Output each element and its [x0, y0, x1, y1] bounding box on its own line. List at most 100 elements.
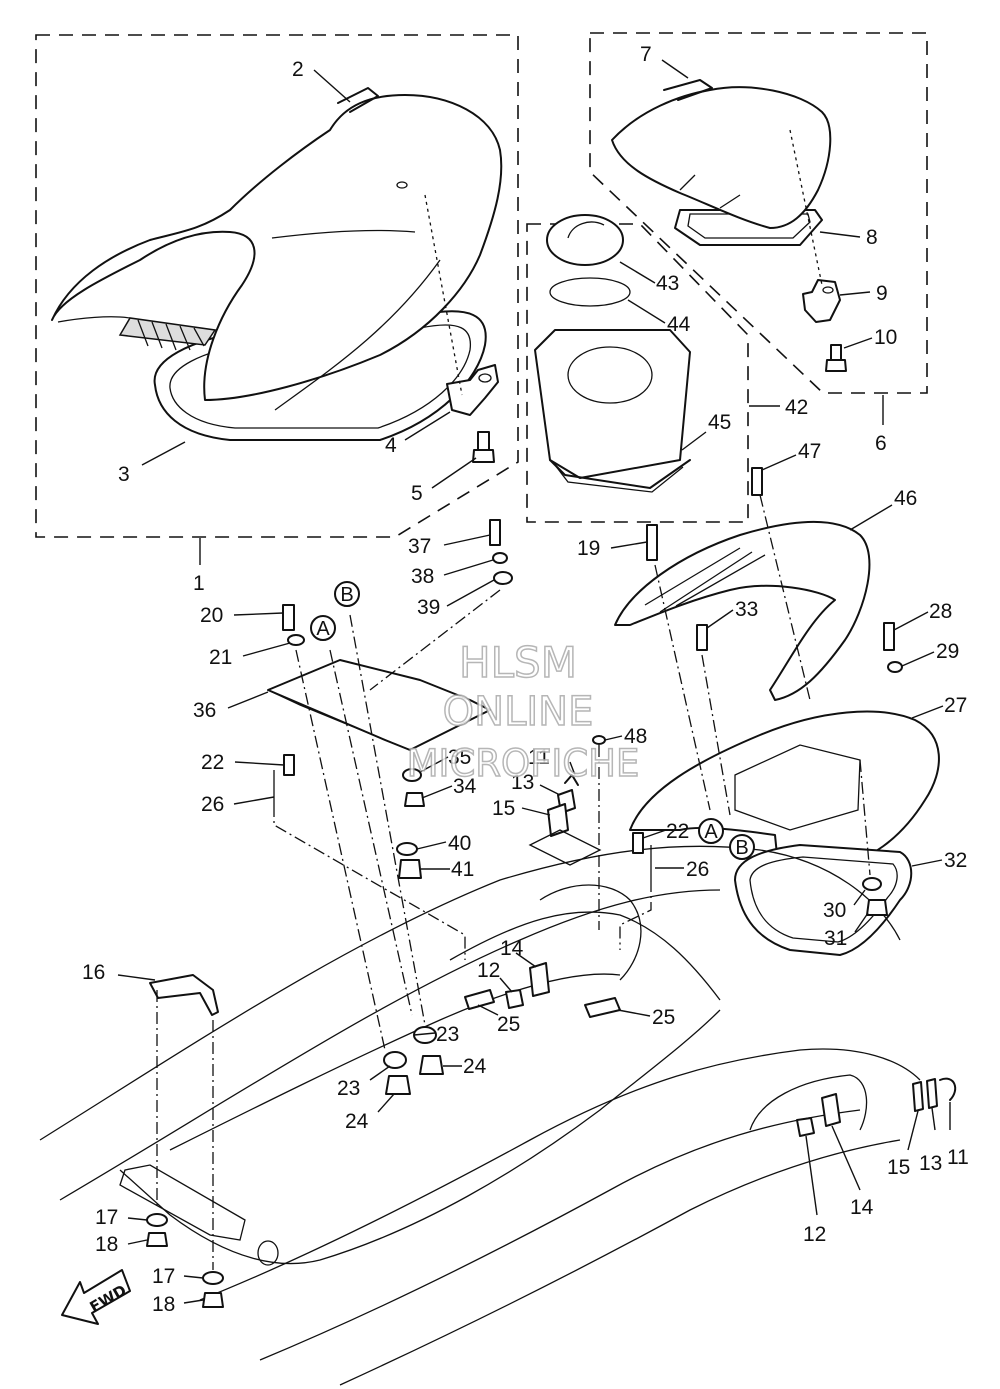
leader-5	[431, 457, 477, 489]
bolt-22-right	[632, 832, 644, 854]
leader-25a	[477, 1004, 499, 1016]
bolt-19	[646, 524, 658, 561]
nut-12-right	[796, 1117, 815, 1137]
callout-17a: 17	[95, 1206, 118, 1229]
rear-seat-base	[674, 209, 823, 246]
guide-33	[701, 654, 731, 816]
guide-26	[273, 805, 466, 960]
plate-14-mid	[529, 962, 550, 997]
callout-36: 36	[193, 699, 216, 722]
plate-15-right	[912, 1081, 924, 1112]
leader-29	[901, 651, 935, 667]
callout-21: 21	[209, 646, 232, 669]
washer-35	[402, 768, 422, 782]
rear-seat-cushion	[611, 86, 832, 229]
watermark-line-2: ONLINE	[443, 689, 594, 735]
rear-seat-feet	[679, 174, 741, 209]
leader-37	[443, 534, 491, 546]
nut-24-lower	[385, 1075, 411, 1095]
bolt-20	[282, 604, 295, 631]
bracket-edge	[267, 689, 411, 751]
front-seat-side-crease	[274, 259, 441, 411]
bracket-16	[149, 974, 219, 1016]
callout-18a: 18	[95, 1233, 118, 1256]
front-mount-pad	[119, 1164, 246, 1241]
storage-group-box	[526, 223, 749, 523]
leader-14a	[515, 952, 537, 968]
guide-20	[295, 649, 386, 1051]
leader-4	[404, 411, 451, 441]
callout-9: 9	[876, 282, 888, 305]
callout-42: 42	[785, 396, 808, 419]
washer-30	[862, 877, 882, 891]
rear-seat-assembly	[611, 79, 847, 372]
grab-handle	[614, 520, 871, 701]
watermark: HLSM ONLINE MICROFICHE	[406, 637, 640, 786]
callout-14b: 14	[850, 1196, 874, 1219]
callout-33: 33	[735, 598, 758, 621]
ref-circle-b-top	[334, 581, 360, 607]
deck-drain-hole	[257, 1240, 279, 1266]
guide-39	[369, 589, 501, 691]
nut-34	[404, 792, 425, 807]
callout-24b: 24	[345, 1110, 369, 1133]
group-boxes	[35, 32, 928, 538]
ref-circle-a-top	[310, 615, 336, 641]
ref-letter-b-top: B	[340, 584, 353, 606]
callout-47: 47	[798, 440, 821, 463]
front-seat-hook-guide	[424, 194, 463, 396]
hull-outline-top	[39, 845, 901, 1141]
callout-26a: 26	[201, 793, 224, 816]
leader-40	[416, 841, 447, 850]
storage-bin-assembly	[534, 214, 691, 493]
callout-31: 31	[824, 927, 847, 950]
bolt-33	[696, 624, 708, 651]
leader-13a	[539, 784, 561, 796]
leader-23a	[413, 1032, 436, 1036]
callout-38: 38	[411, 565, 434, 588]
callout-4: 4	[385, 434, 397, 457]
assembly-lines	[156, 494, 871, 1270]
bin-gasket	[554, 464, 684, 493]
hull-bottom-line	[259, 1109, 861, 1361]
plate-guide	[528, 829, 602, 866]
rear-well-outline	[449, 911, 721, 1001]
callout-12a: 12	[477, 959, 500, 982]
callout-15b: 15	[887, 1156, 910, 1179]
rear-seat-bolt-shank	[830, 344, 842, 361]
middle-bracket	[267, 659, 491, 751]
rear-deck-seal-inner	[749, 856, 898, 943]
bolt-37	[489, 519, 501, 546]
leader-45	[681, 431, 707, 451]
leader-43	[619, 261, 656, 284]
callout-26b: 26	[686, 858, 709, 881]
leader-38	[443, 559, 494, 576]
leader-22b	[642, 829, 667, 839]
bolt-28	[883, 622, 895, 651]
leader-15a	[521, 807, 551, 816]
plate-14-right	[821, 1093, 841, 1127]
rear-seat-group-box	[589, 32, 928, 394]
ref-letter-a-top: A	[316, 618, 330, 640]
leader-36	[227, 691, 269, 709]
bin-cap-handle	[567, 221, 605, 239]
callout-5: 5	[411, 482, 423, 505]
hull-chine-line	[339, 1139, 901, 1386]
leader-31	[854, 912, 869, 933]
callout-13a: 13	[511, 771, 534, 794]
callout-37: 37	[408, 535, 431, 558]
callout-8: 8	[866, 226, 878, 249]
leader-16	[117, 974, 156, 981]
rear-deck-seal	[734, 844, 913, 956]
leader-33	[706, 609, 734, 629]
callout-12b: 12	[803, 1223, 826, 1246]
plate-25-left	[464, 989, 495, 1010]
leader-19	[610, 541, 648, 549]
reference-markers: B A A B	[310, 581, 755, 860]
callout-30: 30	[823, 899, 846, 922]
rear-seat-hook-hole	[822, 286, 834, 294]
leader-8	[819, 231, 861, 238]
callout-40: 40	[448, 832, 471, 855]
callout-22a: 22	[201, 751, 224, 774]
front-seat-hook-bracket	[446, 364, 499, 416]
